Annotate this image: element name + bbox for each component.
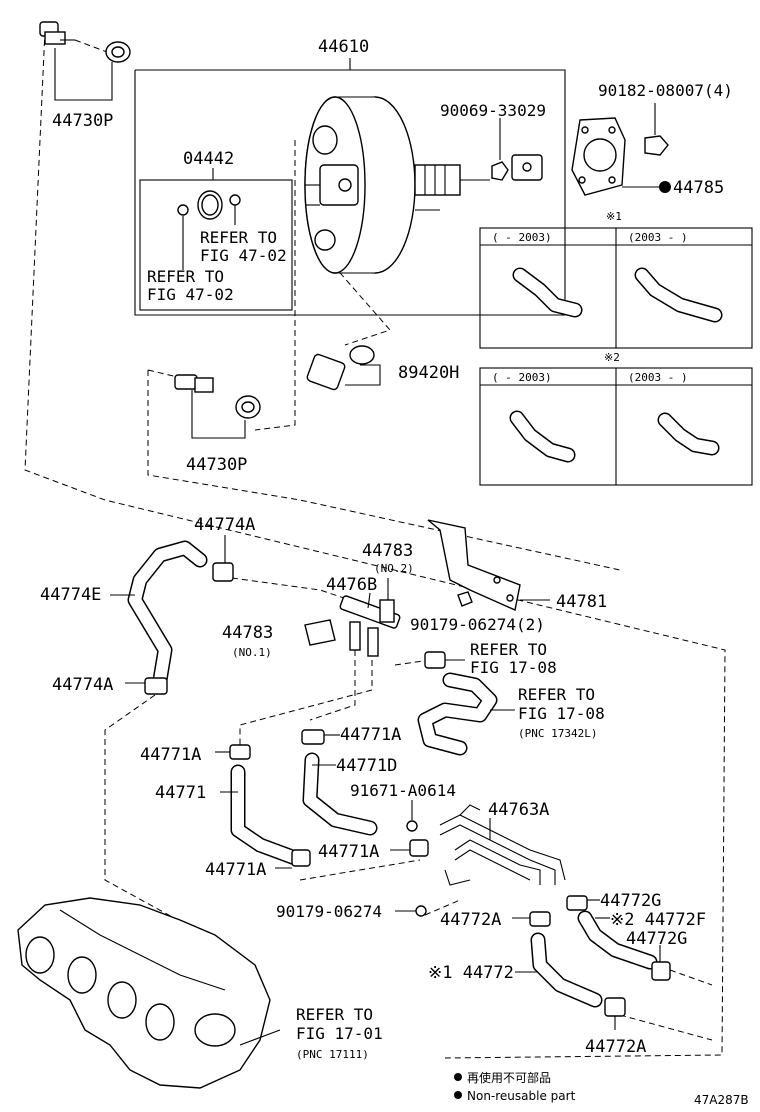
label-44783-no1: 44783 — [222, 623, 273, 643]
label-91671: 91671-A0614 — [350, 781, 456, 800]
label-90069: 90069-33029 — [440, 101, 546, 120]
label-44772A-2: 44772A — [585, 1037, 646, 1057]
check-valve-top — [39, 21, 131, 101]
legend: 再使用不可部品 Non-reusable part 47A287B — [454, 1070, 749, 1107]
label-refer-1701-3: (PNC 17111) — [296, 1048, 369, 1061]
label-44783-no2: 44783 — [362, 541, 413, 561]
label-4476B: 4476B — [326, 575, 377, 595]
label-44730P-top: 44730P — [52, 111, 113, 131]
table2-col2: (2003 - ) — [628, 371, 688, 384]
label-refer-1708-b3: (PNC 17342L) — [518, 727, 597, 740]
label-44772G-2: 44772G — [626, 929, 687, 949]
label-44771: 44771 — [155, 783, 206, 803]
label-refer-1708-a2: FIG 17-08 — [470, 658, 557, 677]
label-90182: 90182-08007(4) — [598, 81, 733, 100]
hoses-44771 — [215, 729, 429, 869]
hose-44774E — [110, 535, 234, 695]
label-refer-1701: REFER TO — [296, 1005, 373, 1024]
label-44783-no1-sub: (NO.1) — [232, 646, 272, 659]
label-44772: ※1 44772 — [428, 963, 514, 983]
legend-jp: 再使用不可部品 — [467, 1070, 551, 1085]
legend-en: Non-reusable part — [467, 1089, 576, 1103]
label-note-x1: ※1 — [606, 210, 622, 223]
label-44763A: 44763A — [488, 800, 549, 820]
kit-box — [139, 168, 293, 311]
label-44783-no2-sub: (NO.2) — [374, 562, 414, 575]
label-refer-1708-b: REFER TO — [518, 685, 595, 704]
label-44771A-4: 44771A — [205, 860, 266, 880]
label-44771D: 44771D — [336, 756, 397, 776]
label-note-x2: ※2 — [604, 351, 620, 364]
intake-manifold — [17, 897, 281, 1089]
legend-dot-2 — [454, 1091, 462, 1099]
part-labels: 44610 44730P 04442 REFER TO FIG 47-02 RE… — [40, 37, 733, 1061]
label-44774A-bottom: 44774A — [52, 675, 113, 695]
label-refer-4702-a2: FIG 47-02 — [200, 246, 287, 265]
label-refer-1701-2: FIG 17-01 — [296, 1024, 383, 1043]
label-90179-2: 90179-06274(2) — [410, 615, 545, 634]
bracket — [427, 519, 550, 611]
label-44771A-1: 44771A — [140, 745, 201, 765]
refer-hose-1708 — [417, 651, 515, 756]
label-44772A-1: 44772A — [440, 910, 501, 930]
label-44771A-3: 44771A — [318, 842, 379, 862]
label-refer-4702-a: REFER TO — [200, 228, 277, 247]
label-44774E: 44774E — [40, 585, 101, 605]
tee-fitting — [304, 578, 401, 657]
vacuum-sensor — [306, 345, 381, 391]
check-valve-bottom — [174, 374, 261, 439]
label-refer-4702-b: REFER TO — [147, 267, 224, 286]
label-refer-1708-a: REFER TO — [470, 640, 547, 659]
label-44610: 44610 — [318, 37, 369, 57]
label-90179: 90179-06274 — [276, 902, 382, 921]
table2-col1: ( - 2003) — [492, 371, 552, 384]
label-89420H: 89420H — [398, 363, 459, 383]
table1-col2: (2003 - ) — [628, 231, 688, 244]
label-04442: 04442 — [183, 149, 234, 169]
label-44771A-2: 44771A — [340, 725, 401, 745]
label-44785: 44785 — [673, 178, 724, 198]
table1-col1: ( - 2003) — [492, 231, 552, 244]
diagram-id: 47A287B — [694, 1093, 749, 1107]
hoses-44772 — [395, 895, 671, 1030]
pipe-44763A — [439, 804, 566, 886]
label-44774A-top: 44774A — [194, 515, 255, 535]
label-44730P-bottom: 44730P — [186, 455, 247, 475]
variant-table-2 — [479, 367, 753, 486]
gasket — [571, 103, 671, 196]
variant-table-1 — [479, 227, 753, 349]
booster-assembly — [134, 58, 566, 316]
label-44772G-1: 44772G — [600, 891, 661, 911]
label-44772F: ※2 44772F — [610, 910, 706, 930]
label-refer-4702-b2: FIG 47-02 — [147, 285, 234, 304]
legend-dot-1 — [454, 1073, 462, 1081]
label-refer-1708-b2: FIG 17-08 — [518, 704, 605, 723]
label-44781: 44781 — [556, 592, 607, 612]
